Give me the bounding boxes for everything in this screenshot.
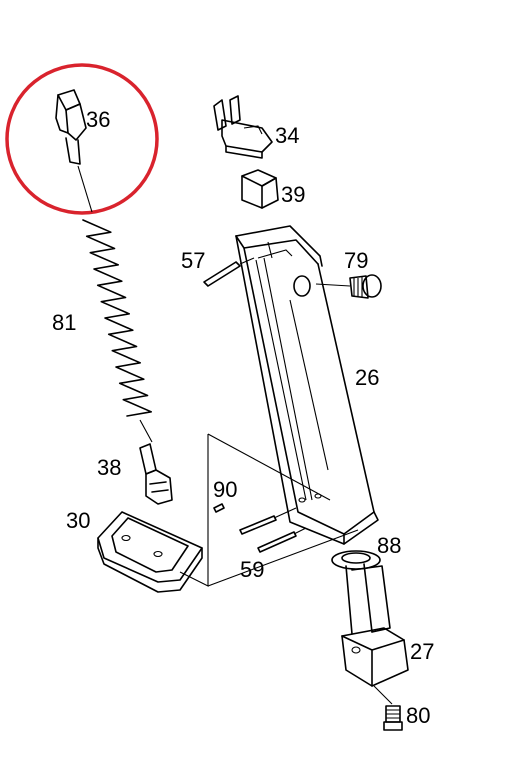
part-81-spring — [82, 219, 153, 443]
part-26-magazine-body — [235, 225, 379, 545]
label-88: 88 — [377, 533, 401, 558]
part-79-screw — [315, 274, 382, 299]
part-36-follower-button — [55, 89, 93, 213]
part-30-base-plate — [97, 511, 203, 593]
label-30: 30 — [66, 508, 90, 533]
label-27: 27 — [410, 639, 434, 664]
label-38: 38 — [97, 455, 121, 480]
part-34-feed-lips — [213, 95, 273, 159]
part-90-pin — [213, 503, 225, 513]
label-34: 34 — [275, 123, 299, 148]
label-80: 80 — [406, 703, 430, 728]
part-80-screw — [373, 685, 403, 731]
part-59-pins — [239, 507, 307, 553]
highlight-circle — [5, 63, 159, 215]
label-57: 57 — [181, 248, 205, 273]
label-59: 59 — [240, 557, 264, 582]
part-39-insert — [241, 169, 279, 209]
label-81: 81 — [52, 310, 76, 335]
part-88-27-guide-assembly — [331, 550, 409, 687]
assembly-bracket — [179, 433, 359, 587]
label-79: 79 — [344, 248, 368, 273]
label-36: 36 — [86, 107, 110, 132]
label-39: 39 — [281, 182, 305, 207]
label-90: 90 — [213, 477, 237, 502]
label-26: 26 — [355, 365, 379, 390]
part-38-follower — [139, 443, 173, 505]
